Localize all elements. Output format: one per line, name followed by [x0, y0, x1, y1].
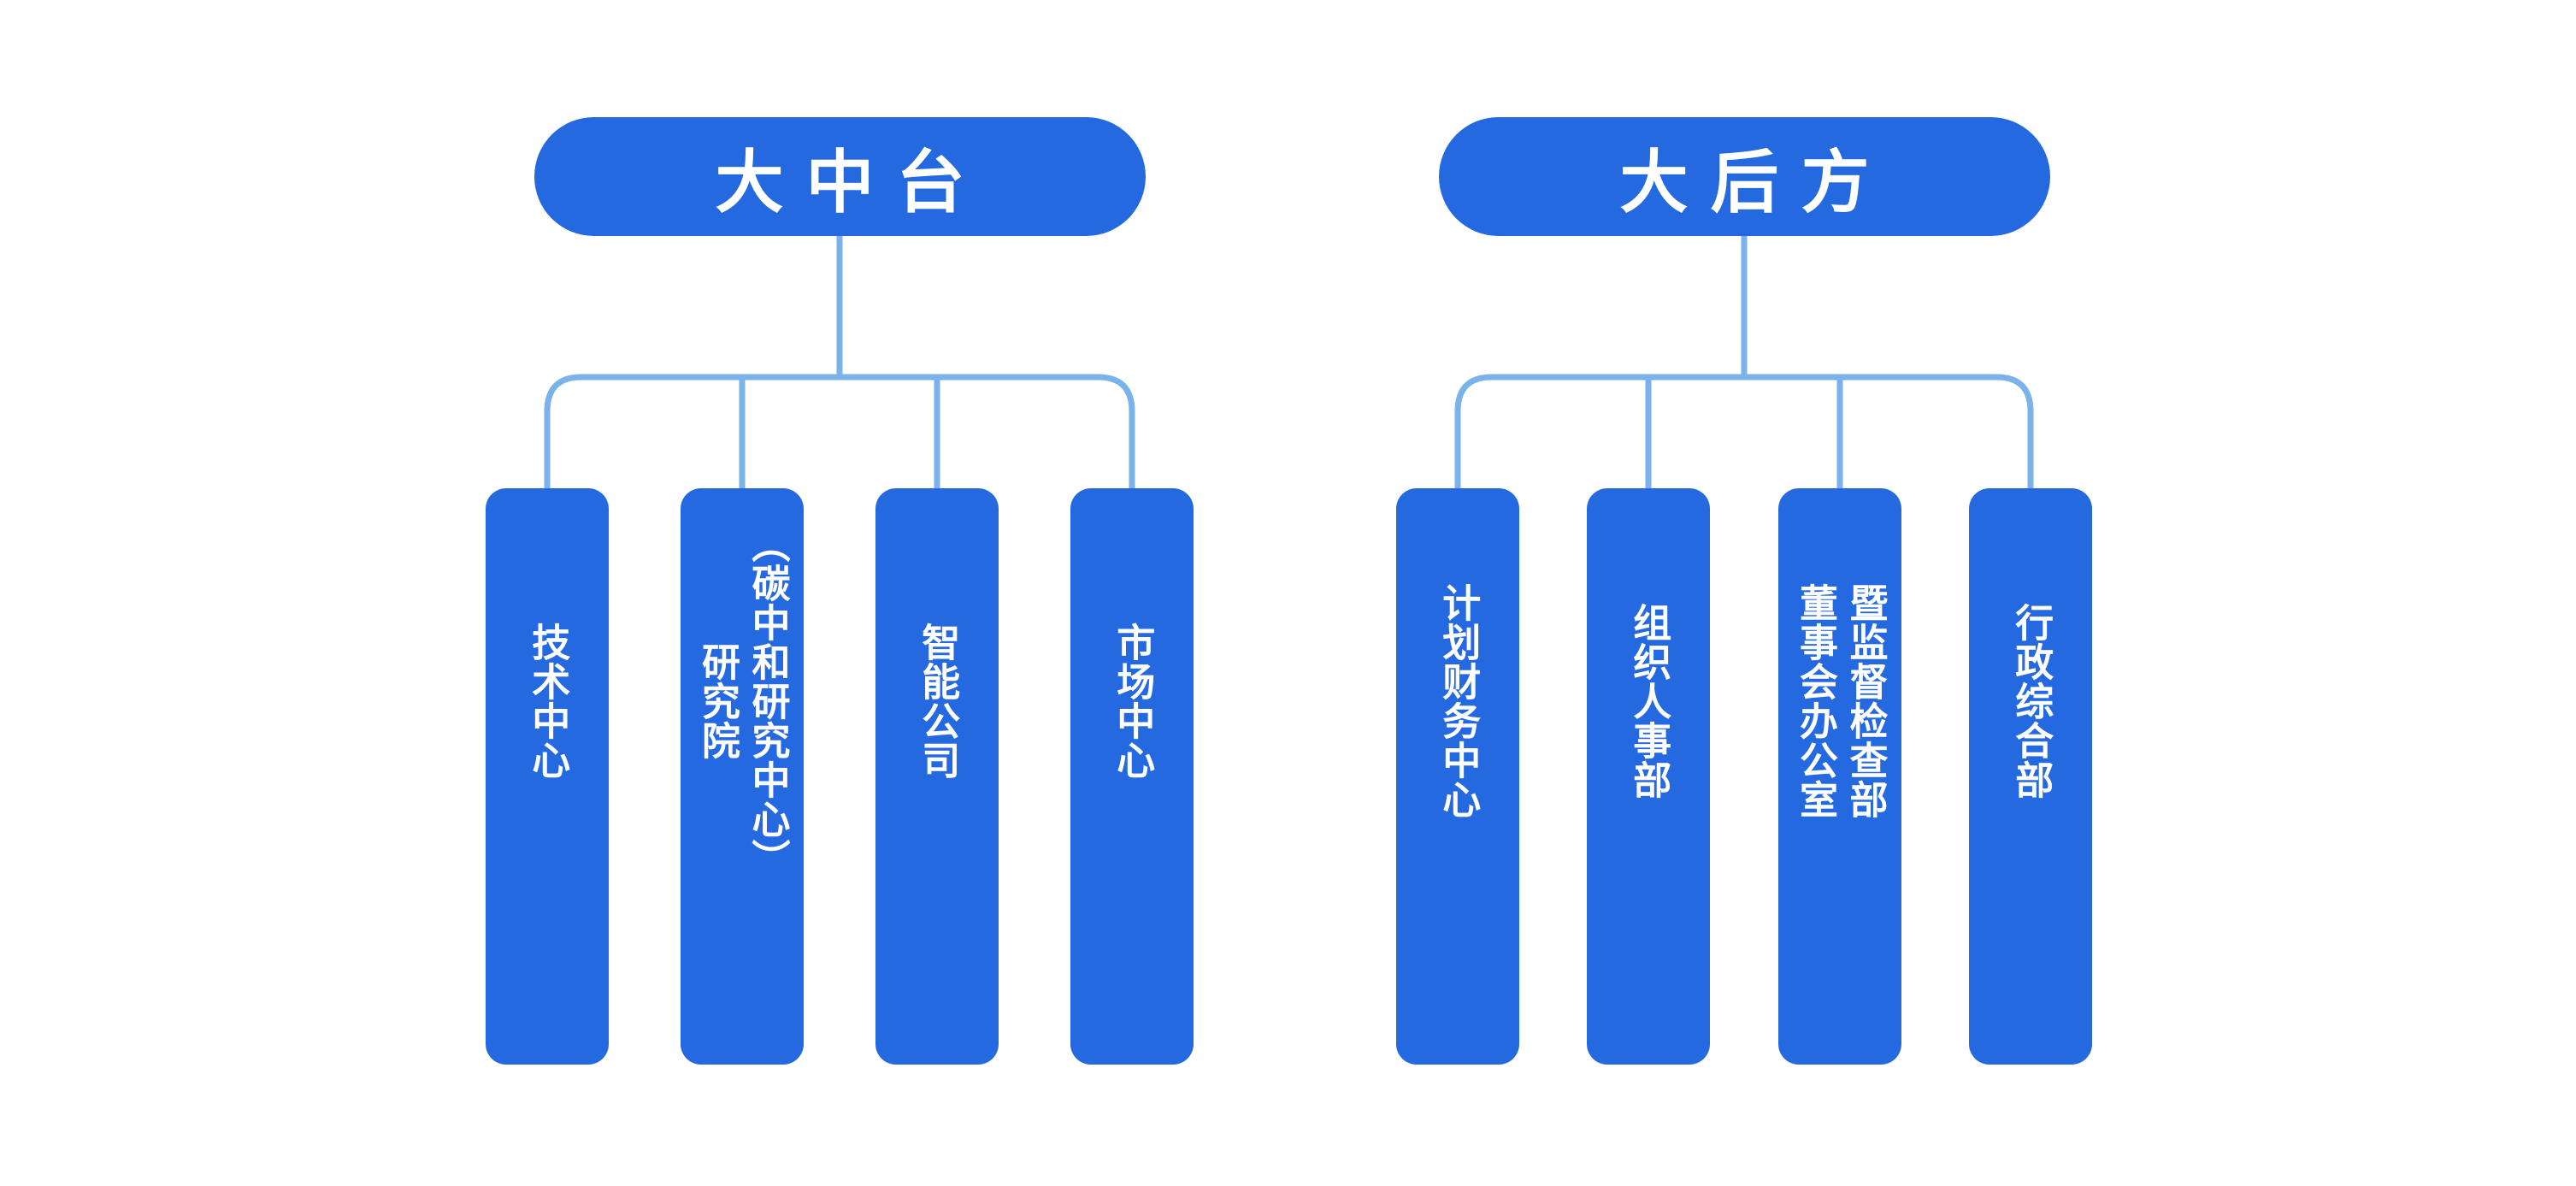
child-node-planning-finance-center: 计划财务中心	[1396, 488, 1519, 1065]
root-node-da-hou-fang: 大后方	[1439, 117, 2050, 236]
child-node-label: 智能公司	[916, 623, 960, 781]
child-node-intelligence-company: 智能公司	[875, 488, 999, 1065]
child-node-label: 市场中心	[1111, 623, 1155, 781]
child-node-admin-general-dept: 行政综合部	[1969, 488, 2092, 1065]
child-node-label: 计划财务中心	[1436, 583, 1481, 820]
child-node-market-center: 市场中心	[1070, 488, 1194, 1065]
child-node-research-institute: 研究院 （碳中和研究中心）	[681, 488, 804, 1065]
connector-rail-left	[544, 374, 1135, 488]
child-node-label: 组织人事部	[1627, 603, 1671, 800]
child-node-label: 董事会办公室 暨监督检查部	[1794, 583, 1888, 820]
root-node-label: 大后方	[1619, 144, 1892, 221]
child-node-board-office-supervision-dept: 董事会办公室 暨监督检查部	[1778, 488, 1901, 1065]
connector-rail-right	[1454, 374, 2034, 488]
child-node-label: 行政综合部	[2009, 603, 2054, 800]
root-node-da-zhong-tai: 大中台	[534, 117, 1146, 236]
root-node-label: 大中台	[715, 144, 987, 221]
child-node-org-personnel-dept: 组织人事部	[1587, 488, 1710, 1065]
child-node-tech-center: 技术中心	[486, 488, 609, 1065]
child-node-label: 技术中心	[526, 623, 570, 781]
child-node-label: 研究院 （碳中和研究中心）	[696, 524, 790, 879]
